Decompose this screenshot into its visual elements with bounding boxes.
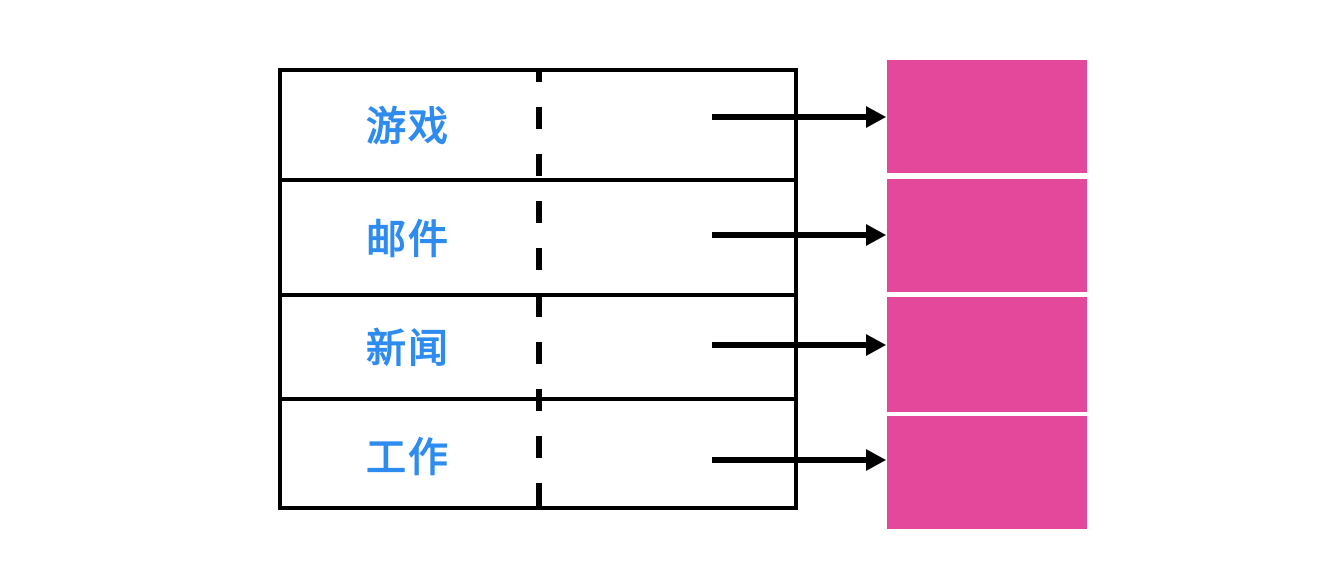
arrow-right-icon (712, 224, 886, 246)
arrow-shaft (712, 342, 868, 348)
dashed-column-divider (536, 72, 542, 506)
arrow-shaft (712, 232, 868, 238)
row-label-games: 游戏 (366, 105, 450, 149)
arrow-head (866, 334, 886, 356)
target-box-work (887, 416, 1087, 529)
target-box-games (887, 60, 1087, 173)
arrow-right-icon (712, 106, 886, 128)
target-box-news (887, 297, 1087, 412)
category-table (278, 68, 798, 510)
arrow-head (866, 449, 886, 471)
row-label-work: 工作 (366, 435, 450, 480)
arrow-right-icon (712, 449, 886, 471)
arrow-shaft (712, 457, 868, 463)
arrow-head (866, 106, 886, 128)
row-label-news: 新闻 (366, 327, 450, 371)
arrow-shaft (712, 114, 868, 120)
arrow-right-icon (712, 334, 886, 356)
arrow-head (866, 224, 886, 246)
row-label-mail: 邮件 (366, 217, 450, 262)
target-box-mail (887, 179, 1087, 292)
